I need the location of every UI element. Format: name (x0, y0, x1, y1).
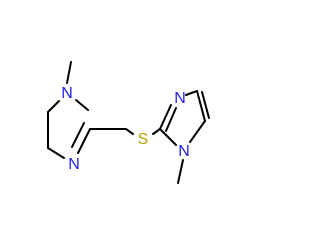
bond-c4-n3-left (47, 147, 65, 159)
atom-sulfur: S (138, 131, 149, 148)
bond-n1-c2-left (75, 99, 89, 111)
bond-s-c2-right (152, 128, 161, 135)
bond-c4-c5-right-double (201, 91, 210, 119)
bond-n3-c2-left-double (71, 122, 85, 148)
bond-c4-c5-right (196, 90, 206, 122)
bond-n1-c5-left (47, 100, 60, 113)
bond-methyl-n-left (66, 61, 72, 84)
atom-nitrogen-imine-right: N (174, 90, 186, 107)
atom-nitrogen-methyl-left: N (61, 85, 73, 102)
molecule-diagram: N N S N N (47, 61, 210, 184)
bond-ch2-s (125, 128, 134, 135)
bond-c2-n3-right-double (165, 107, 177, 132)
bond-c2-n3-right (159, 104, 172, 130)
bond-n1-c2-right (159, 128, 177, 146)
bond-c5-n1-right (189, 120, 206, 143)
bond-n3-c2-left (77, 128, 91, 154)
bond-methyl-n-right (177, 159, 184, 184)
atom-nitrogen-imine-left: N (68, 156, 80, 173)
bond-n3-c4-right (185, 90, 198, 96)
atom-nitrogen-methyl-right: N (178, 143, 190, 160)
